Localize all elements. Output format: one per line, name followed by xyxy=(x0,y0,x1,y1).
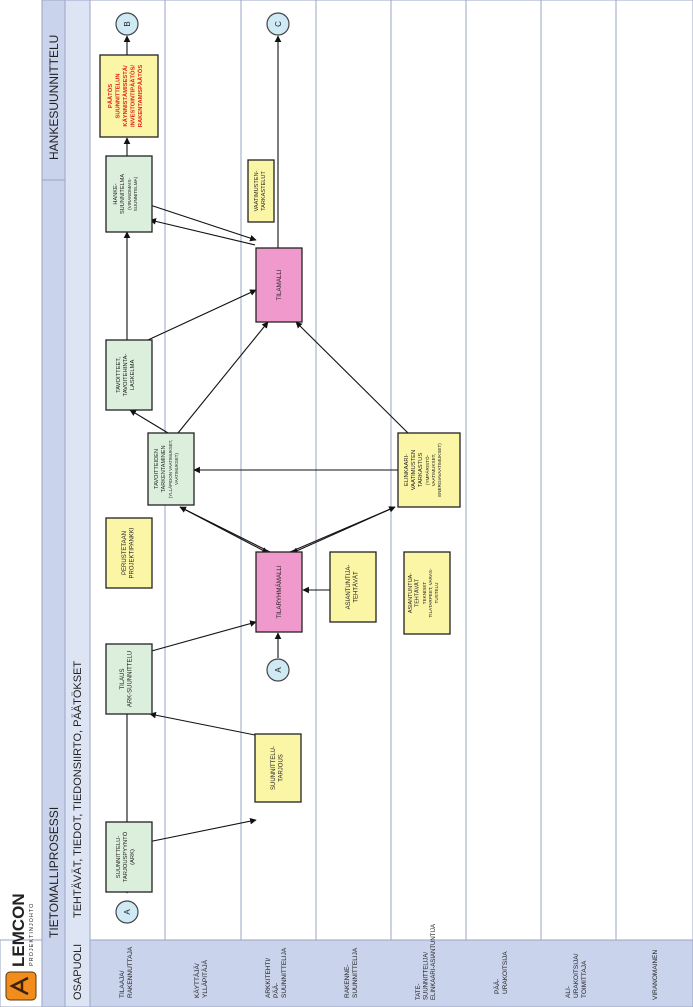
svg-text:TILARYHMÄMALLI: TILARYHMÄMALLI xyxy=(276,565,283,618)
box-tarkentaminen: TAVOITTEIDENTARKENTAMINEN(YLLÄPIDON VAAT… xyxy=(147,432,195,506)
lane-label-band xyxy=(89,939,693,1007)
svg-text:C: C xyxy=(274,21,283,27)
box-tarjous: SUUNNITTELU-TARJOUS xyxy=(254,733,302,803)
lane-7 xyxy=(540,0,617,941)
lane-label: TATE-SUUNNITTELIJA/ELINKAARI-ASIANTUNTIJ… xyxy=(416,924,437,1000)
svg-text:SUUNNITTELU-TARJOUSPYYNTÖ(ARK): SUUNNITTELU-TARJOUSPYYNTÖ(ARK) xyxy=(116,831,136,882)
lane-label: ALI-URAKOITSIJA/TOIMITTAJA xyxy=(565,953,588,998)
svg-text:B: B xyxy=(123,21,132,26)
box-asiantuntija-rakenne: ASIANTUNTIJA-TEHTÄVÄT xyxy=(329,551,377,623)
node-c: C xyxy=(266,12,290,36)
node-a-start: A xyxy=(115,900,139,924)
lane-label: PÄÄ-URAKOITSIJA xyxy=(493,951,509,994)
lane-labels: TILAAJA/RAKENNUTTAJA KÄYTTÄJÄ/YLLÄPITÄJÄ… xyxy=(89,924,693,1007)
svg-text:TAVOITTEIDENTARKENTAMINEN(YLLÄ: TAVOITTEIDENTARKENTAMINEN(YLLÄPIDON VAAT… xyxy=(154,440,179,498)
lane-6 xyxy=(465,0,542,941)
svg-text:SUUNNITTELU-TARJOUS: SUUNNITTELU-TARJOUS xyxy=(271,746,285,790)
svg-text:TAVOITTEET,TAVOITEHINTA-LASKEL: TAVOITTEET,TAVOITEHINTA-LASKELMA xyxy=(116,354,136,397)
lane-8 xyxy=(615,0,693,941)
box-tavoitteet: TAVOITTEET,TAVOITEHINTA-LASKELMA xyxy=(105,339,153,411)
tasks-header: TEHTÄVÄT, TIEDOT, TIEDONSIIRTO, PÄÄTÖKSE… xyxy=(72,661,84,918)
lane-label: VIRANOMAINEN xyxy=(652,949,659,1000)
svg-text:TILAMALLI: TILAMALLI xyxy=(276,269,283,300)
logo-text: LEMCON xyxy=(9,893,28,967)
svg-text:VAATIMUSTEN-TARKASTELUT: VAATIMUSTEN-TARKASTELUT xyxy=(254,170,267,211)
box-elinkaari: ELINKAARI-VAATIMUSTENTARKASTUS(YMPÄRISTÖ… xyxy=(397,432,461,508)
box-tilamalli: TILAMALLI xyxy=(255,247,303,323)
logo-subtext: PROJEKTINJOHTO xyxy=(29,903,35,966)
lane-label: KÄYTTÄJÄ/YLLÄPITÄJÄ xyxy=(193,959,209,998)
box-tarjouspyynto: SUUNNITTELU-TARJOUSPYYNTÖ(ARK) xyxy=(105,821,153,893)
lane-label: RAKENNE-SUUNNITTELIJA xyxy=(344,947,359,998)
svg-text:ASIANTUNTIJA-TEHTÄVÄT: ASIANTUNTIJA-TEHTÄVÄT xyxy=(346,565,360,610)
box-tilaryhmamalli: TILARYHMÄMALLI xyxy=(255,551,303,633)
box-hankesuunnitelma: HANKE-SUUNNITELMA(VIRANOMAIS-SUUNNITELMA… xyxy=(105,155,153,233)
svg-text:HANKE-SUUNNITELMA(VIRANOMAIS-S: HANKE-SUUNNITELMA(VIRANOMAIS-SUUNNITELMA… xyxy=(113,174,138,214)
node-a-arch: A xyxy=(266,658,290,682)
connectors xyxy=(123,35,409,894)
lane-label: TILAAJA/RAKENNUTTAJA xyxy=(119,946,134,998)
svg-text:ELINKAARI-VAATIMUSTENTARKASTUS: ELINKAARI-VAATIMUSTENTARKASTUS(YMPÄRISTÖ… xyxy=(404,443,442,497)
lane-label: ARKKITEHTI/PÄÄ-SUUNNITTELIJA xyxy=(265,947,288,998)
phase-title-band xyxy=(41,0,66,181)
party-header: OSAPUOLI xyxy=(72,944,84,1000)
box-vaatimustarkastelut: VAATIMUSTEN-TARKASTELUT xyxy=(247,159,275,223)
lemcon-logo: LEMCON PROJEKTINJOHTO xyxy=(5,893,37,1001)
svg-text:A: A xyxy=(274,667,283,673)
node-b: B xyxy=(115,12,139,36)
svg-text:A: A xyxy=(123,909,132,915)
phase-title: HANKESUUNNITTELU xyxy=(47,35,61,160)
process-title: TIETOMALLIPROSESSI xyxy=(47,807,61,938)
